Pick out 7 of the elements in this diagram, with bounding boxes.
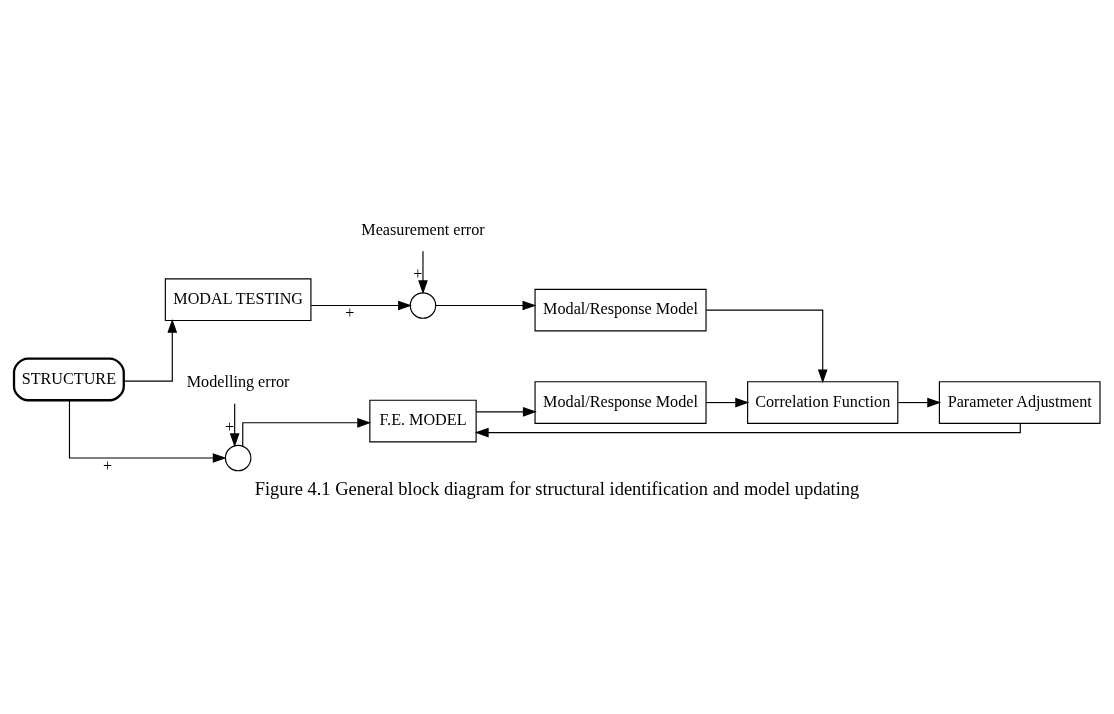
node-text: Measurement error	[361, 220, 485, 238]
edge-label: +	[224, 417, 235, 435]
node-text: Modelling error	[186, 372, 290, 390]
caption: Figure 4.1 General block diagram for structural identification and model updating	[254, 478, 860, 499]
edge-label: +	[413, 264, 423, 282]
edge-label: +	[345, 303, 355, 321]
edge-label: +	[102, 456, 113, 474]
